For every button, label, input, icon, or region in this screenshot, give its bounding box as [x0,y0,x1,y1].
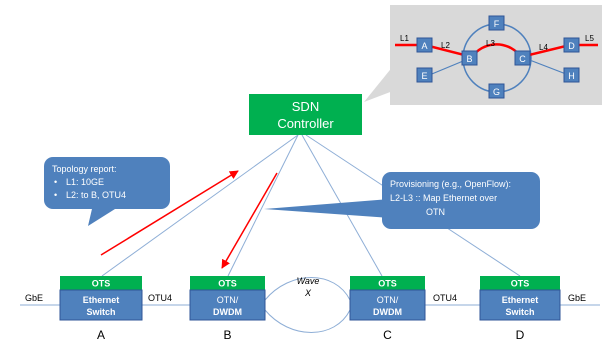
gbe-left-label: GbE [25,293,43,303]
provisioning-line2: L2-L3 :: Map Ethernet over [390,193,497,203]
inset-node-f: F [488,15,505,31]
inset-node-e: E [416,67,433,83]
provisioning-title: Provisioning (e.g., OpenFlow): [390,179,511,189]
inset-label-l2: L2 [441,41,450,50]
provisioning-callout: Provisioning (e.g., OpenFlow): L2-L3 :: … [264,172,540,229]
node-b: OTS OTN/ DWDM B [189,276,266,342]
inset-node-h: H [563,67,580,83]
inset-node-c: C [514,50,531,66]
inset-link-c-h [526,58,567,75]
inset-label-l1: L1 [400,34,409,43]
topology-bullet-1: • [54,177,57,187]
inset-label-l3: L3 [486,39,495,48]
topology-report-callout: Topology report: • L1: 10GE • L2: to B, … [44,157,170,226]
inset-topology: A B C D E F G H L1 L2 [364,5,602,105]
node-a: OTS Ethernet Switch A [59,276,143,342]
node-b-header: OTS [218,279,237,289]
topology-item-1: L1: 10GE [66,177,104,187]
svg-text:H: H [568,71,575,81]
node-a-header: OTS [92,279,111,289]
svg-text:A: A [421,41,427,51]
node-a-line1: Ethernet [83,295,120,305]
node-d-line1: Ethernet [502,295,539,305]
node-c-line2: DWDM [373,307,402,317]
node-c: OTS OTN/ DWDM C [349,276,426,342]
bottom-links [20,277,600,333]
node-b-line1: OTN/ [217,295,239,305]
inset-label-l5: L5 [585,34,594,43]
provisioning-line3: OTN [426,207,445,217]
provisioning-arrow [221,172,278,269]
otu4-left-label: OTU4 [148,293,172,303]
inset-node-a: A [416,37,433,53]
node-a-label: A [97,328,105,342]
node-d-line2: Switch [505,307,534,317]
inset-node-g: G [488,83,505,99]
otu4-right-label: OTU4 [433,293,457,303]
topology-title: Topology report: [52,164,117,174]
inset-link-a-e [426,58,469,77]
wave-label-line2: X [304,288,312,298]
node-c-line1: OTN/ [377,295,399,305]
svg-text:F: F [494,19,500,29]
topology-bullet-2: • [54,190,57,200]
node-d: OTS Ethernet Switch D [479,276,561,342]
svg-text:D: D [568,41,575,51]
node-b-label: B [223,328,231,342]
controller-label-line1: SDN [292,99,319,114]
controller-label-line2: Controller [277,116,334,131]
node-d-header: OTS [511,279,530,289]
inset-node-b: B [461,50,478,66]
node-a-line2: Switch [86,307,115,317]
node-d-label: D [516,328,525,342]
node-b-line2: DWDM [213,307,242,317]
sdn-controller: SDN Controller [249,94,362,135]
inset-label-l4: L4 [539,43,548,52]
svg-text:B: B [466,54,472,64]
node-c-header: OTS [378,279,397,289]
gbe-right-label: GbE [568,293,586,303]
topology-report-arrow [100,170,239,256]
wave-label-line1: Wave [297,276,320,286]
svg-text:G: G [493,87,500,97]
inset-node-d: D [563,37,580,53]
svg-text:C: C [519,54,526,64]
svg-text:E: E [421,71,427,81]
topology-item-2: L2: to B, OTU4 [66,190,126,200]
node-c-label: C [383,328,392,342]
